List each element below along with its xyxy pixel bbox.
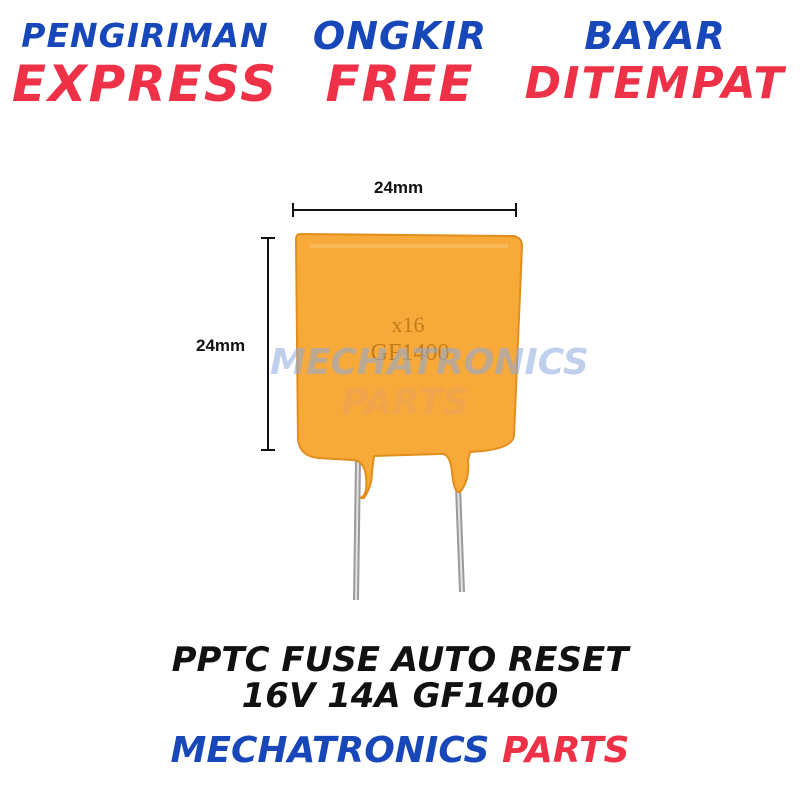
badge-top-text: PENGIRIMAN bbox=[21, 16, 269, 55]
product-title-line2: 16V 14A GF1400 bbox=[241, 676, 559, 716]
badge-bottom-text: DITEMPAT bbox=[524, 58, 786, 109]
product-title-line1: PPTC FUSE AUTO RESET bbox=[171, 640, 629, 680]
height-label: 24mm bbox=[196, 336, 246, 355]
badge-bottom-text: EXPRESS bbox=[11, 55, 279, 113]
product-image: x16 GF1400 24mm 24mm MECHATRONICS PARTS bbox=[0, 160, 800, 610]
cash-on-delivery-badge: BAYAR DITEMPAT bbox=[520, 14, 790, 110]
brand-name-part2: PARTS bbox=[501, 730, 630, 771]
width-label: 24mm bbox=[374, 178, 424, 197]
brand-name: MECHATRONICS PARTS bbox=[0, 730, 800, 771]
fuse-marking-line2: GF1400 bbox=[371, 340, 450, 366]
fuse-marking-line1: x16 bbox=[392, 312, 425, 337]
fuse-body bbox=[294, 232, 524, 499]
free-shipping-badge: ONGKIR FREE bbox=[310, 14, 490, 110]
height-dimension-line bbox=[261, 237, 275, 451]
badge-top-text: ONGKIR bbox=[312, 14, 488, 58]
width-dimension-line bbox=[292, 203, 517, 217]
feature-banner: PENGIRIMAN EXPRESS ONGKIR FREE BAYAR DIT… bbox=[0, 14, 800, 114]
brand-name-part1: MECHATRONICS bbox=[170, 730, 490, 771]
shipping-express-badge: PENGIRIMAN EXPRESS bbox=[10, 14, 280, 110]
badge-bottom-text: FREE bbox=[325, 55, 475, 113]
badge-top-text: BAYAR bbox=[584, 14, 726, 58]
fuse-illustration: x16 GF1400 bbox=[261, 203, 524, 601]
